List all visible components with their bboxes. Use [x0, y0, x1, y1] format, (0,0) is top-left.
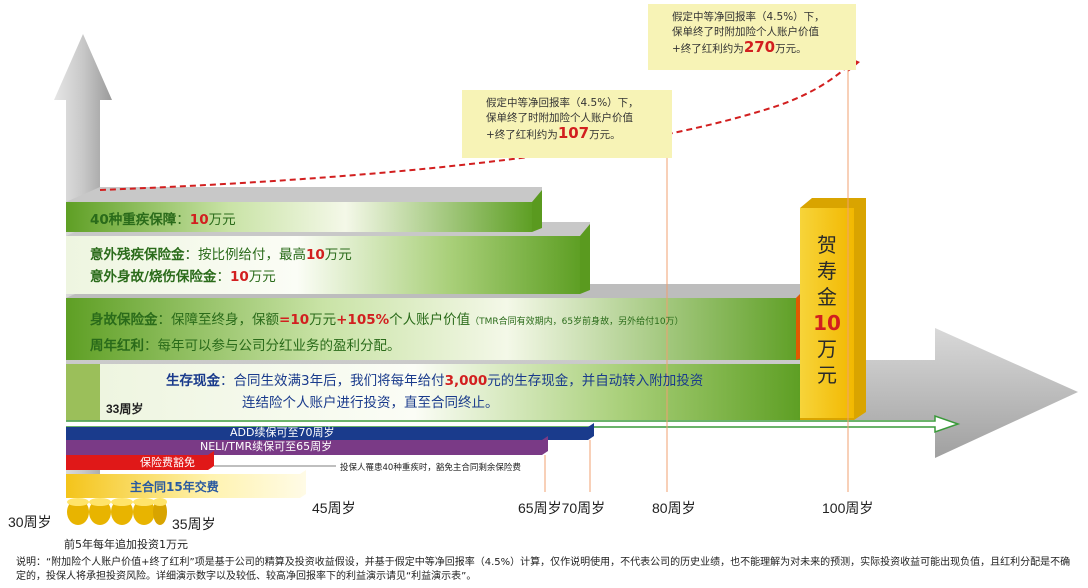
age-33: 33周岁: [106, 402, 144, 416]
accidental-death-label: 意外身故/烧伤保险金: [90, 269, 217, 285]
premium-bar-label: 主合同15年交费: [130, 480, 219, 494]
survival-band: 生存现金：合同生效满3年后，我们将每年给付3,000元的生存现金，并自动转入附加…: [166, 370, 703, 414]
survival-line2: 连结险个人账户进行投资，直至合同终止。: [242, 395, 499, 411]
critical-illness-label: 40种重疾保障: [90, 212, 177, 228]
age-30: 30周岁: [8, 514, 52, 530]
critical-illness-band: 40种重疾保障：10万元: [90, 208, 236, 228]
callout-270-amount: 270: [743, 38, 776, 56]
accidental-death-amount: 10: [229, 269, 249, 285]
disability-label: 意外残疾保险金: [90, 247, 185, 263]
death-benefit-eq: =: [279, 312, 291, 328]
death-benefit-plus: +105%: [336, 312, 390, 328]
timeline-arrow: [66, 414, 961, 434]
longevity-unit2: 元: [817, 363, 837, 387]
death-benefit-amount: 10: [290, 312, 310, 328]
callout-107-line2: 保单终了时附加险个人账户价值: [486, 112, 633, 124]
survival-label: 生存现金: [166, 373, 220, 389]
callout-107-amount: 107: [557, 124, 590, 142]
waiver-bar: [66, 451, 214, 470]
coins-icon: [67, 498, 167, 525]
waiver-bar-label: 保险费豁免: [140, 456, 195, 469]
longevity-amount: 10: [813, 311, 841, 335]
callout-107-line1: 假定中等净回报率（4.5%）下，: [486, 97, 639, 109]
longevity-column: [800, 208, 854, 418]
coins-caption: 前5年每年追加投资1万元: [64, 538, 188, 551]
death-benefit-text3: 个人账户价值: [389, 312, 471, 328]
callout-270-line2: 保单终了时附加险个人账户价值: [672, 26, 819, 38]
survival-amount: 3,000: [444, 373, 488, 389]
age-100: 100周岁: [822, 500, 874, 516]
dividend-text: ：每年可以参与公司分红业务的盈利分配。: [144, 338, 401, 354]
accidental-death-sep: ：: [216, 269, 230, 285]
dividend-label: 周年红利: [90, 338, 144, 354]
waiver-note: 投保人罹患40种重疾时，豁免主合同剩余保险费: [340, 463, 521, 473]
death-benefit-text1: ：保障至终身，保额: [157, 312, 280, 328]
age-45: 45周岁: [312, 500, 356, 516]
accident-band: 意外残疾保险金：按比例给付，最高10万元 意外身故/烧伤保险金：10万元: [90, 244, 352, 288]
critical-illness-unit: 万元: [208, 212, 236, 228]
callout-107: 假定中等净回报率（4.5%）下， 保单终了时附加险个人账户价值 +终了红利约为1…: [462, 90, 672, 158]
callout-270: 假定中等净回报率（4.5%）下， 保单终了时附加险个人账户价值 +终了红利约为2…: [648, 4, 856, 70]
disability-amount: 10: [306, 247, 325, 263]
critical-illness-amount: 10: [189, 212, 209, 228]
callout-270-unit: 万元。: [775, 43, 807, 55]
accidental-death-unit: 万元: [248, 269, 276, 285]
disability-text: ：按比例给付，最高: [184, 247, 307, 263]
death-benefit-label: 身故保险金: [90, 312, 158, 328]
age-65-70: 65周岁70周岁: [518, 500, 606, 516]
add-bar: [66, 423, 594, 440]
critical-illness-sep: ：: [176, 212, 190, 228]
neli-bar-label: NELI/TMR续保可至65周岁: [200, 440, 333, 453]
callout-270-prefix: +终了红利约为: [672, 43, 744, 55]
disability-unit: 万元: [324, 247, 352, 263]
add-bar-label: ADD续保可至70周岁: [230, 426, 335, 439]
disclaimer: 说明：“附加险个人账户价值+终了红利”项是基于公司的精算及投资收益假设，并基于假…: [16, 557, 1071, 582]
survival-text1: ：合同生效满3年后，我们将每年给付: [220, 373, 445, 389]
death-benefit-band: 身故保险金：保障至终身，保额=10万元+105%个人账户价值（TMR合同有效期内…: [90, 308, 684, 358]
longevity-text: 贺 寿 金 10 万 元: [800, 232, 854, 388]
callout-270-line1: 假定中等净回报率（4.5%）下，: [672, 11, 825, 23]
death-benefit-note: （TMR合同有效期内，65岁前身故，另外给付10万）: [470, 317, 684, 327]
death-benefit-text2: 万元: [309, 312, 337, 328]
survival-text2: 元的生存现金，并自动转入附加投资: [487, 373, 704, 389]
longevity-char-2: 寿: [817, 259, 837, 283]
longevity-char-1: 贺: [817, 233, 837, 257]
callout-107-prefix: +终了红利约为: [486, 129, 558, 141]
longevity-unit: 万: [817, 337, 837, 361]
premium-bar: [66, 470, 306, 498]
age-80: 80周岁: [652, 500, 696, 516]
longevity-char-3: 金: [817, 285, 837, 309]
neli-bar: [66, 436, 548, 455]
age-35: 35周岁: [172, 516, 216, 532]
callout-107-unit: 万元。: [589, 129, 621, 141]
